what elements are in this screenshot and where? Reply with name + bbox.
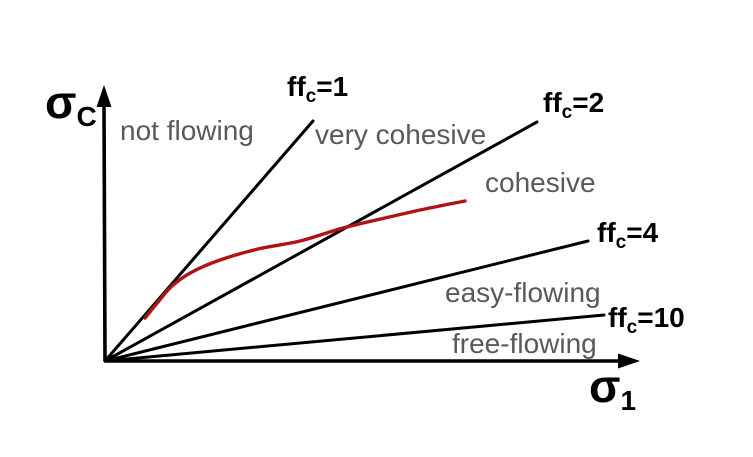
line-label-ffc-10: ffc=10 <box>608 302 685 338</box>
line-label-ffc-1: ffc=1 <box>287 71 348 107</box>
region-label-not-flowing: not flowing <box>120 115 254 146</box>
region-label-easy-flowing: easy-flowing <box>445 277 601 308</box>
region-label-free-flowing: free-flowing <box>452 328 597 359</box>
line-label-ffc-4: ffc=4 <box>597 217 659 253</box>
y-axis-label: σC <box>45 76 97 132</box>
x-axis-arrowhead-icon <box>618 353 640 369</box>
x-axis-label: σ1 <box>589 360 636 416</box>
boundary-line-ffc-10 <box>103 313 606 363</box>
flow-function-curve <box>143 199 467 320</box>
boundary-line-ffc-1 <box>103 119 315 363</box>
y-axis-arrowhead-icon <box>96 85 112 107</box>
region-label-cohesive: cohesive <box>485 167 596 198</box>
line-label-ffc-2: ffc=2 <box>543 87 604 123</box>
boundary-line-ffc-2 <box>103 120 539 363</box>
region-label-very-cohesive: very cohesive <box>315 119 486 150</box>
y-axis <box>102 102 107 362</box>
boundary-line-ffc-4 <box>103 239 590 363</box>
